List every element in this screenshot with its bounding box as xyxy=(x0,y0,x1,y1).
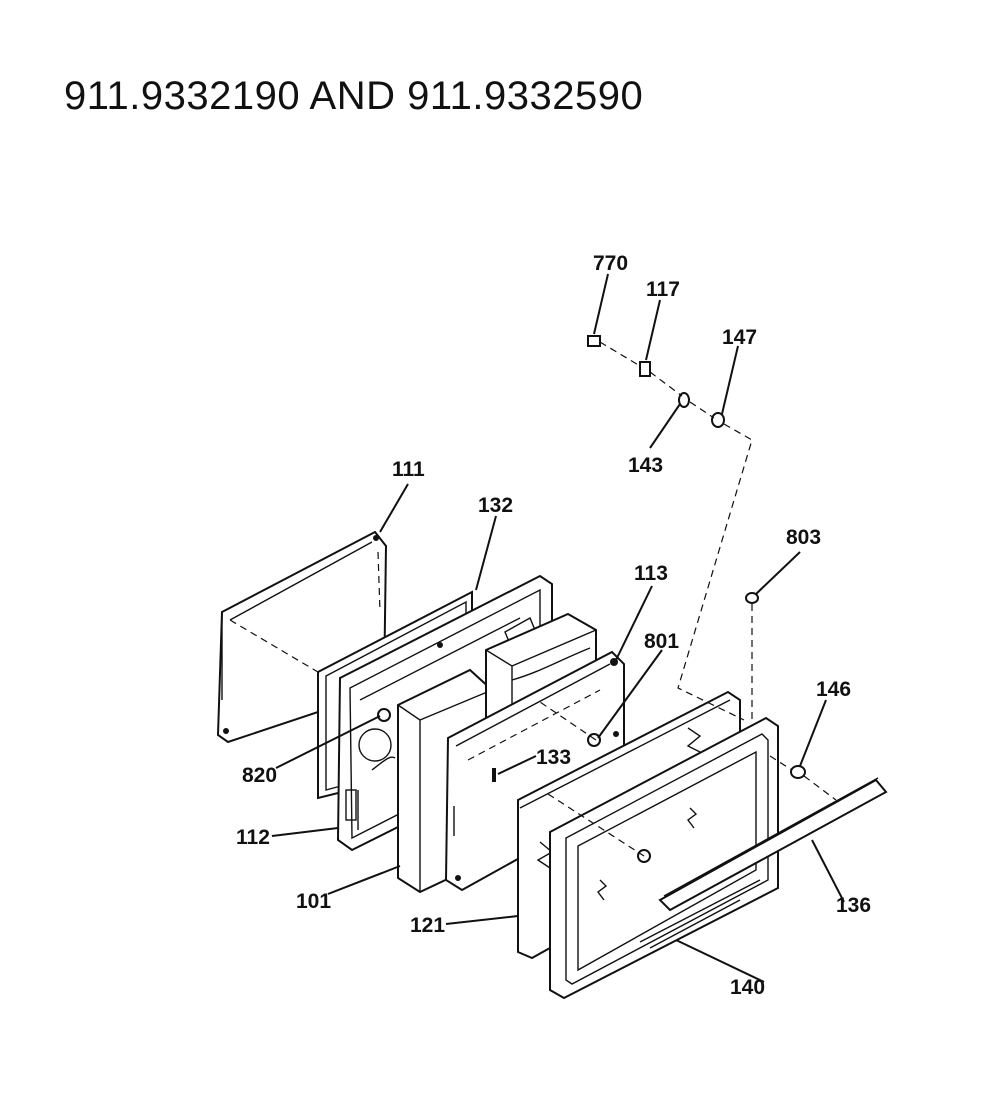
assembly-lines xyxy=(539,341,837,857)
callout-113: 113 xyxy=(634,562,668,585)
callout-121: 121 xyxy=(410,914,445,937)
part-770-clip xyxy=(587,335,601,347)
callout-117: 117 xyxy=(646,278,680,301)
callout-112: 112 xyxy=(236,826,270,849)
part-133-pin xyxy=(492,768,496,782)
part-143-spacer xyxy=(678,392,690,408)
part-117-bracket xyxy=(639,361,651,377)
part-146-spacer xyxy=(790,765,806,779)
callout-801: 801 xyxy=(644,630,679,653)
callout-133: 133 xyxy=(536,746,571,769)
callout-labels: 770 117 147 143 111 132 803 113 801 146 … xyxy=(236,252,871,999)
callout-147: 147 xyxy=(722,326,757,349)
callout-140: 140 xyxy=(730,976,765,999)
callout-136: 136 xyxy=(836,894,871,917)
callout-101: 101 xyxy=(296,890,331,913)
part-803-nut xyxy=(745,592,759,604)
callout-803: 803 xyxy=(786,526,821,549)
part-140-outer-frame xyxy=(549,716,779,1000)
leader-lines xyxy=(271,273,845,983)
callout-143: 143 xyxy=(628,454,663,477)
part-147-washer xyxy=(711,412,725,428)
callout-132: 132 xyxy=(478,494,513,517)
page-title: 911.9332190 AND 911.9332590 xyxy=(64,74,644,118)
callout-111: 111 xyxy=(392,458,425,481)
part-820-screw xyxy=(377,708,391,722)
callout-770: 770 xyxy=(593,252,628,275)
callout-146: 146 xyxy=(816,678,851,701)
part-801-screw xyxy=(587,733,601,747)
part-136-handle xyxy=(658,777,888,912)
callout-820: 820 xyxy=(242,764,277,787)
